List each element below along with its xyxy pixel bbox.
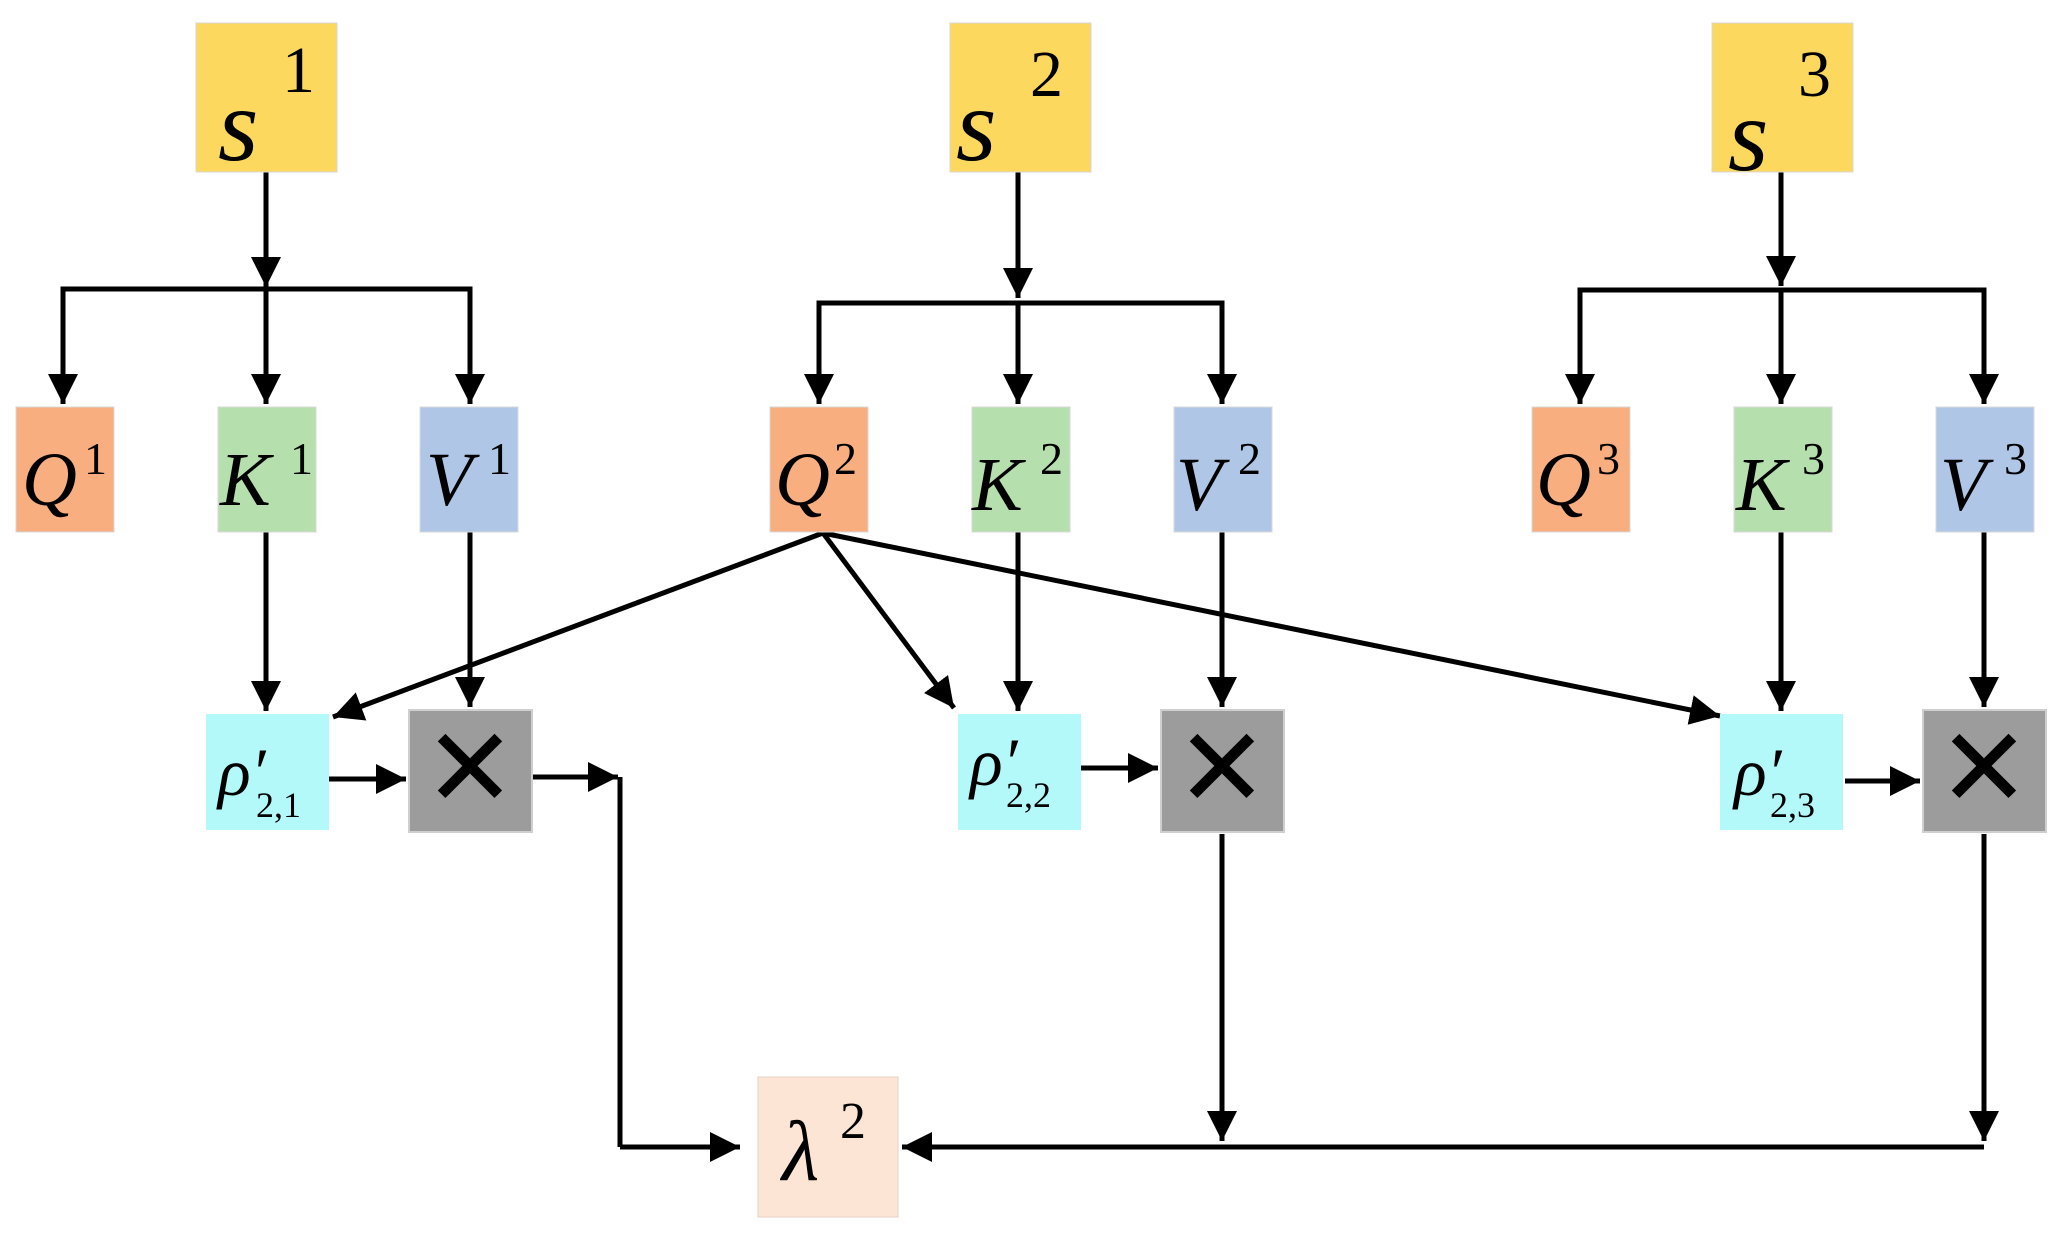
node-v3-base: V [1940,443,1994,527]
node-lambda2-sup: 2 [840,1093,866,1150]
node-s2-sup: 2 [1030,38,1063,111]
node-q2-sup: 2 [834,433,857,484]
node-k3-sup: 3 [1802,433,1825,484]
node-rho21-base: ρ′ [216,734,267,810]
node-mult1: ✕ [408,704,533,833]
node-q3: Q 3 [1531,406,1631,533]
node-k2-sup: 2 [1040,433,1063,484]
node-v1-base: V [426,438,480,522]
edge-q2-rho23 [822,530,1721,725]
node-rho22: ρ′ 2,2 [958,714,1081,830]
node-v2: V 2 [1173,406,1273,533]
node-k1: K 1 [217,406,317,533]
node-k2-base: K [971,443,1026,527]
edges [48,172,1999,1162]
node-rho22-base: ρ′ [968,724,1019,800]
node-rho22-sub: 2,2 [1006,775,1051,815]
node-s2: s 2 [949,22,1092,183]
node-rho21: ρ′ 2,1 [206,714,329,830]
node-s1-base: s [218,68,258,183]
node-q3-sup: 3 [1597,433,1620,484]
node-s1: s 1 [195,22,338,183]
node-v2-base: V [1176,443,1230,527]
node-s3-base: s [1728,78,1768,193]
node-v3-sup: 3 [2004,433,2027,484]
node-lambda2: λ 2 [757,1076,899,1218]
node-v3: V 3 [1935,406,2035,533]
node-s3: s 3 [1711,22,1854,193]
edge-q2-rho22 [820,531,957,710]
node-k3-base: K [1735,443,1790,527]
node-k2: K 2 [971,406,1071,533]
node-rho23-sub: 2,3 [1770,785,1815,825]
node-mult3: ✕ [1922,704,2047,833]
node-lambda2-base: λ [779,1103,819,1199]
node-k1-base: K [219,438,274,522]
node-rho23: ρ′ 2,3 [1720,714,1843,830]
node-q1-sup: 1 [84,433,107,484]
node-mult2: ✕ [1160,704,1285,833]
node-v1-sup: 1 [488,433,511,484]
multiply-icon: ✕ [1938,704,2030,832]
node-q1-base: Q [22,438,77,522]
node-k3: K 3 [1733,406,1833,533]
node-q1: Q 1 [15,406,115,533]
node-s1-sup: 1 [282,34,315,107]
node-s2-base: s [956,68,996,183]
nodes: s 1 s 2 s 3 Q 1 K 1 V 1 [15,22,2047,1218]
multiply-icon: ✕ [424,704,516,832]
edge-q2-rho21 [332,530,824,721]
node-k1-sup: 1 [290,433,313,484]
multiply-icon: ✕ [1176,704,1268,832]
node-q2-base: Q [775,438,830,522]
node-v2-sup: 2 [1238,433,1261,484]
node-q3-base: Q [1536,438,1591,522]
node-rho21-sub: 2,1 [256,785,301,825]
node-q2: Q 2 [769,406,869,533]
node-v1: V 1 [419,406,519,533]
node-rho23-base: ρ′ [1732,734,1783,810]
node-s3-sup: 3 [1798,38,1831,111]
